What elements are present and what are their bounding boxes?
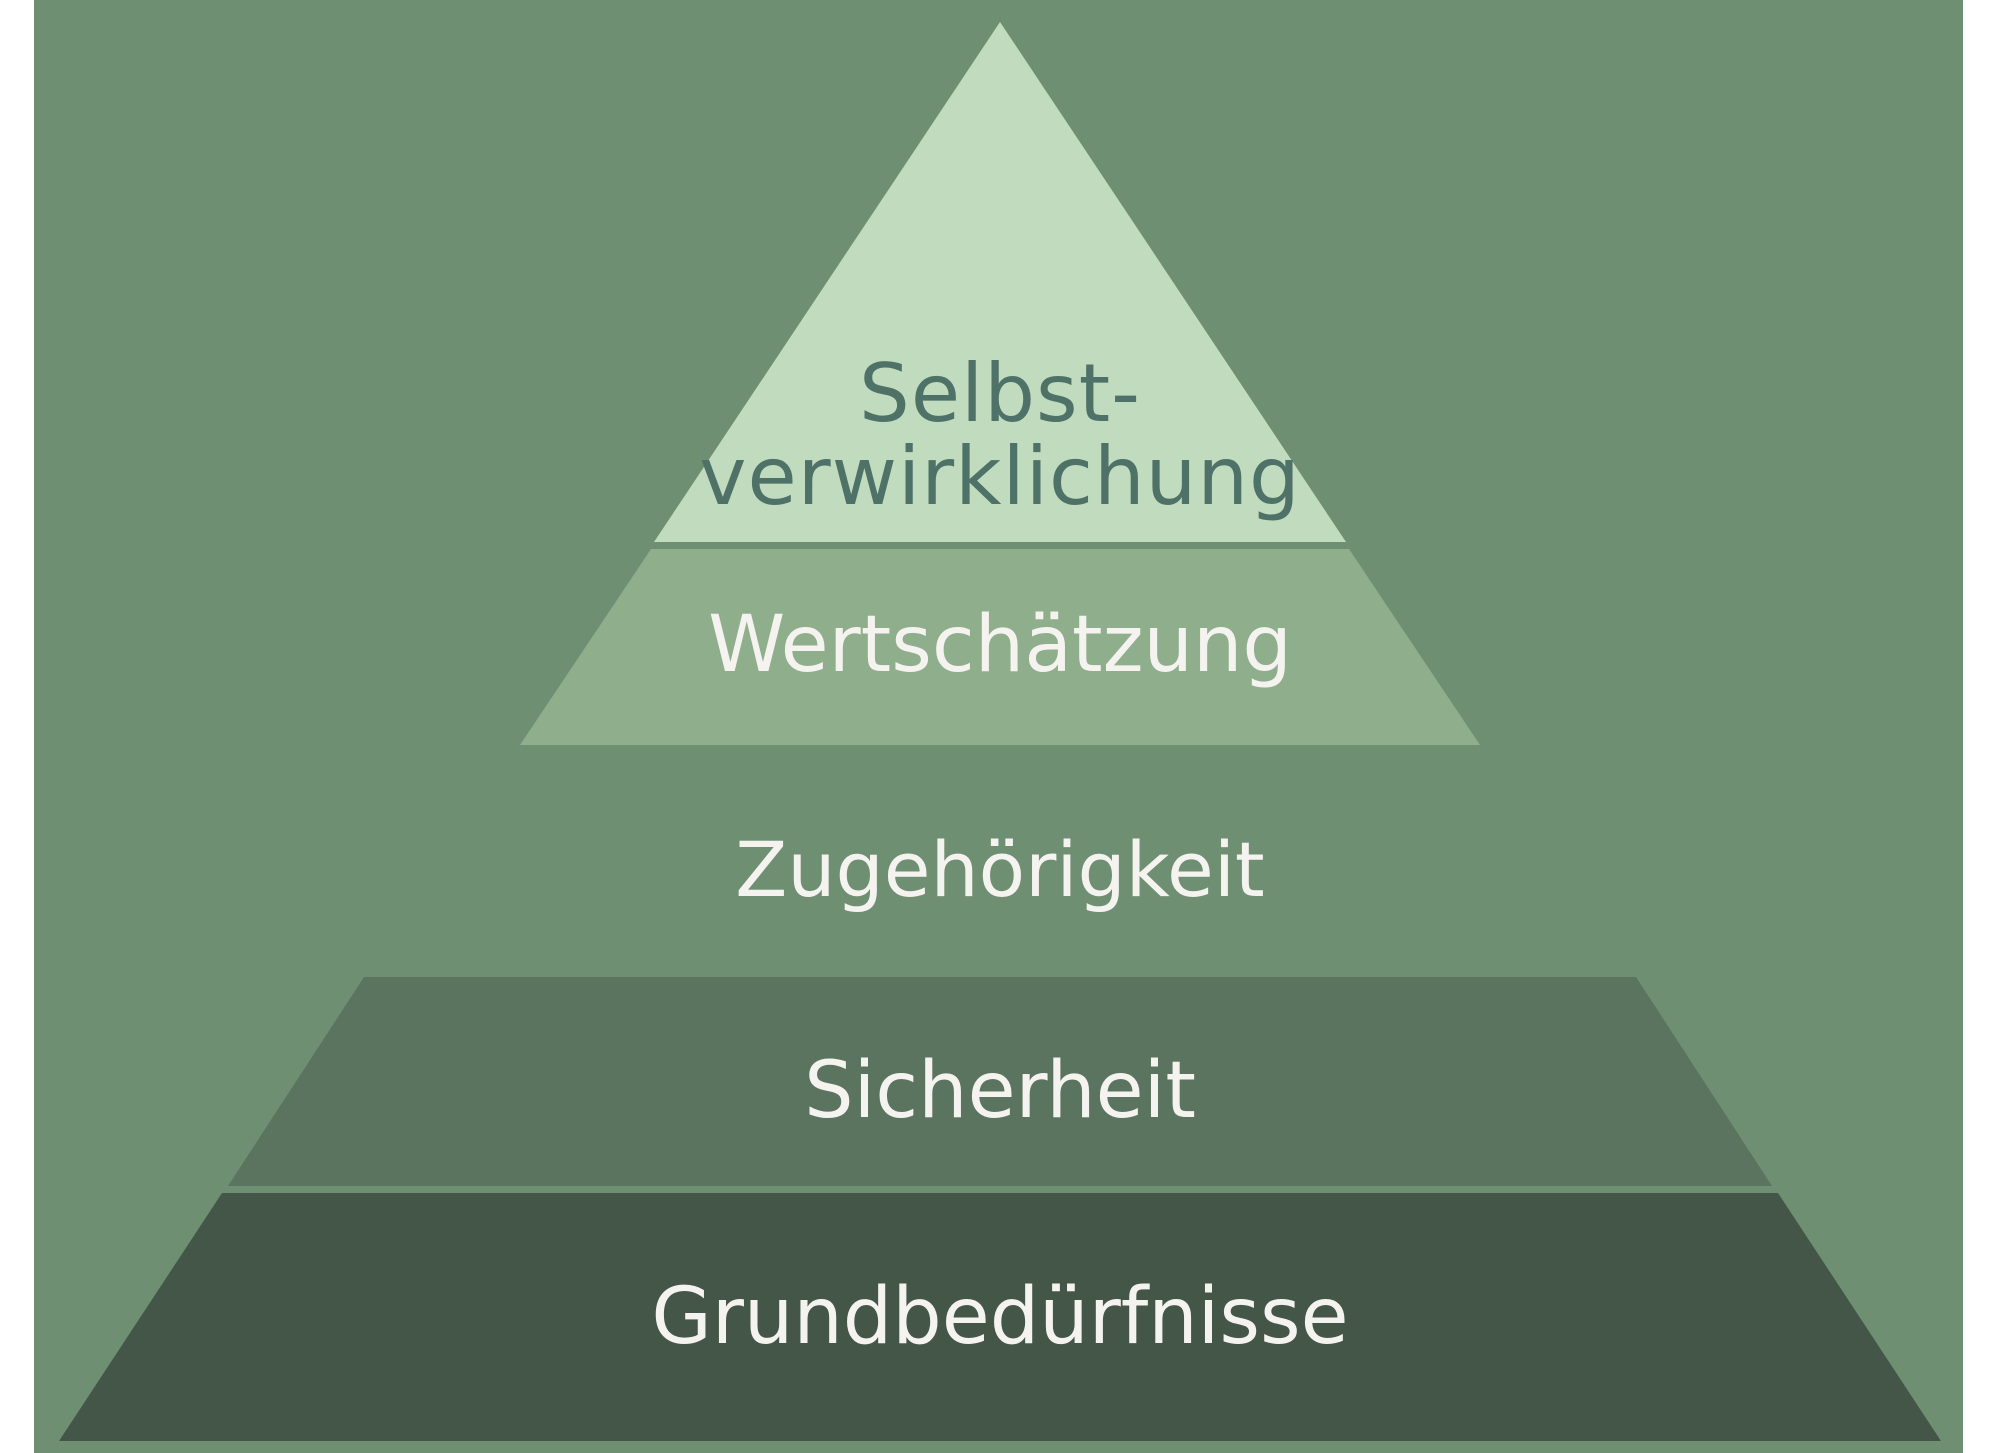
pyramid-level-2-label: Wertschätzung <box>708 600 1292 690</box>
pyramid-level-2-shape <box>520 549 1480 745</box>
pyramid-level-4-label: Sicherheit <box>804 1046 1196 1136</box>
pyramid-level-1-label-line2: verwirklichung <box>699 430 1301 523</box>
pyramid-level-5-shape <box>59 1193 1941 1441</box>
pyramid-level-1-label-line1: Selbst- <box>859 347 1141 440</box>
pyramid-level-4-shape <box>228 977 1772 1186</box>
pyramid-level-5-label: Grundbedürfnisse <box>651 1272 1349 1362</box>
pyramid-level-1-shape <box>654 22 1346 542</box>
pyramid-level-3-label: Zugehörigkeit <box>735 825 1265 914</box>
